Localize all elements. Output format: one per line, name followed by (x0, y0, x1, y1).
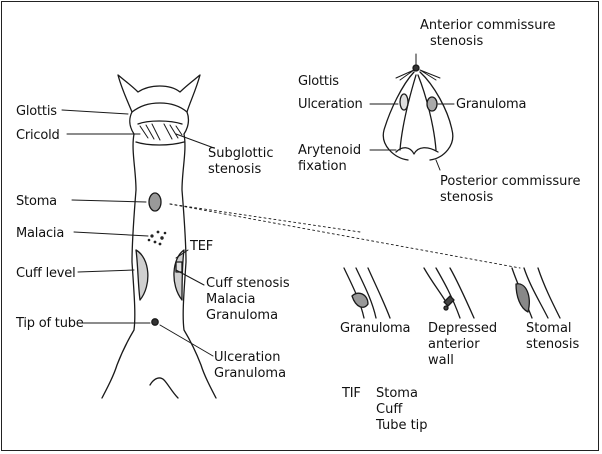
label-anterior-commissure: Anterior commissure stenosis (420, 18, 556, 50)
granuloma-spot (427, 97, 437, 111)
cuff-right-bulge (174, 250, 184, 300)
cord-left (400, 75, 416, 150)
label-cricoid: Cricold (16, 128, 60, 144)
label-cuff-findings: Cuff stenosis Malacia Granuloma (206, 276, 290, 324)
anterior-knot (413, 65, 419, 71)
subglottic-shading (140, 124, 182, 140)
carina (150, 378, 178, 398)
cricoid-band (136, 121, 184, 145)
label-stoma: Stoma (16, 194, 57, 210)
cord-right (418, 75, 436, 150)
vocal-fold-left (383, 72, 414, 160)
airway-outline (102, 75, 216, 398)
label-depressed-wall: Depressed anterior wall (428, 321, 497, 369)
ulceration-spot (400, 94, 408, 110)
magnification-lines (170, 204, 520, 268)
malacia-speckles (148, 231, 166, 245)
vocal-fold-right (420, 72, 453, 160)
stoma-detail-stomal-stenosis (512, 268, 560, 318)
trachea-leaders (62, 110, 214, 356)
tif-key-list: Stoma Cuff Tube tip (376, 386, 428, 434)
larynx-top (118, 75, 200, 112)
tif-item-stoma: Stoma (376, 386, 428, 402)
label-posterior-commissure: Posterior commissure stenosis (440, 174, 580, 206)
label-detail-granuloma: Granuloma (340, 321, 410, 337)
stoma-detail-depressed (424, 268, 474, 318)
airway-left-wall (102, 112, 136, 398)
larynx-view (370, 54, 454, 170)
label-tip-findings: Ulceration Granuloma (214, 350, 286, 382)
label-larynx-granuloma: Granuloma (456, 97, 526, 113)
tif-abbreviation: TIF (342, 386, 361, 402)
tif-item-cuff: Cuff (376, 402, 428, 418)
label-stomal-stenosis: Stomal stenosis (526, 321, 579, 353)
arytenoids (396, 148, 438, 154)
label-malacia: Malacia (16, 226, 64, 242)
label-glottis: Glottis (16, 104, 57, 120)
label-tef: TEF (190, 239, 213, 255)
stoma-lesion (149, 193, 161, 211)
label-cuff-level: Cuff level (16, 266, 76, 282)
label-ulceration: Ulceration (298, 97, 363, 113)
tip-lesion (152, 319, 158, 325)
label-subglottic-stenosis: Subglottic stenosis (208, 146, 274, 178)
stoma-detail-granuloma (344, 268, 390, 318)
cuff-left-bulge (136, 250, 148, 300)
label-larynx-glottis: Glottis (298, 74, 339, 90)
label-tip-of-tube: Tip of tube (16, 316, 84, 332)
tif-item-tube-tip: Tube tip (376, 418, 428, 434)
label-arytenoid-fixation: Arytenoid fixation (298, 143, 361, 175)
